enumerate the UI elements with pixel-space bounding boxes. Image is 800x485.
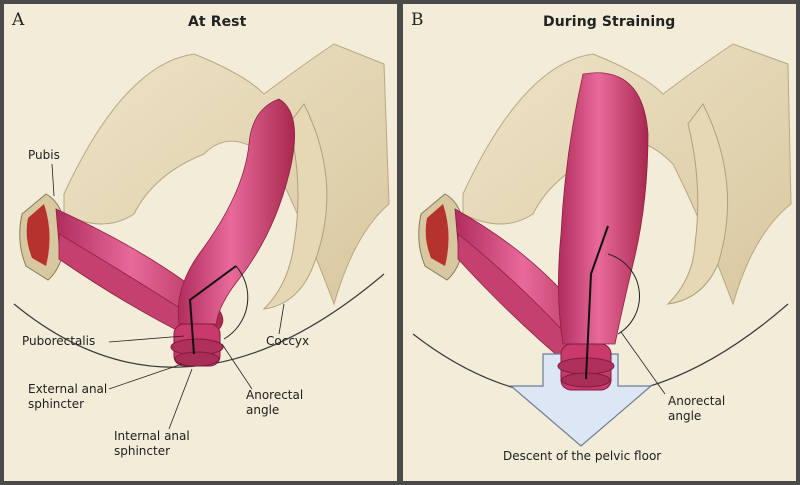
label-anorectal-2: angle xyxy=(668,409,702,423)
label-external-2: sphincter xyxy=(28,397,85,411)
at-rest-illustration xyxy=(13,43,390,430)
pubis-cut xyxy=(26,204,50,266)
panel-title: During Straining xyxy=(543,14,676,30)
descent-arrow xyxy=(509,353,653,447)
rectum xyxy=(558,72,649,345)
leader-anorectal xyxy=(620,331,666,395)
anorectal-angle-lines xyxy=(188,265,237,355)
panel-letter: A xyxy=(12,10,25,30)
label-internal-2: sphincter xyxy=(114,444,171,458)
leader-puborectalis xyxy=(108,335,185,343)
label-pubis: Pubis xyxy=(28,148,60,162)
pelvic-bone xyxy=(63,43,390,306)
leader-pubis xyxy=(51,163,55,197)
panel-letter: B xyxy=(411,10,424,30)
coccyx-bone xyxy=(262,103,328,310)
panel-during-straining: B During Straining Anorectal angle Desce… xyxy=(403,4,796,481)
anorectal-angle-arc xyxy=(607,253,640,335)
leader-coccyx xyxy=(278,303,285,335)
coccyx-bone xyxy=(666,103,729,305)
label-external-1: External anal xyxy=(28,382,108,396)
leader-anorectal xyxy=(221,343,253,390)
label-coccyx: Coccyx xyxy=(266,334,310,348)
panel-title: At Rest xyxy=(188,14,247,30)
label-internal-1: Internal anal xyxy=(114,429,190,443)
label-puborectalis: Puborectalis xyxy=(22,334,96,348)
label-anorectal-1: Anorectal xyxy=(246,388,304,402)
leader-external xyxy=(108,363,183,390)
anorectal-angle-lines xyxy=(585,225,609,380)
sphincter-ring-2 xyxy=(174,351,220,367)
label-anorectal-1: Anorectal xyxy=(668,394,726,408)
straining-illustration xyxy=(412,43,792,447)
anorectal-angle-arc xyxy=(223,265,249,340)
label-descent: Descent of the pelvic floor xyxy=(503,449,662,463)
leader-internal xyxy=(168,368,193,430)
label-anorectal-2: angle xyxy=(246,403,280,417)
pubis-cut xyxy=(425,204,449,266)
panel-at-rest: A At Rest Pubis Puborectalis Coccyx Exte… xyxy=(4,4,397,481)
